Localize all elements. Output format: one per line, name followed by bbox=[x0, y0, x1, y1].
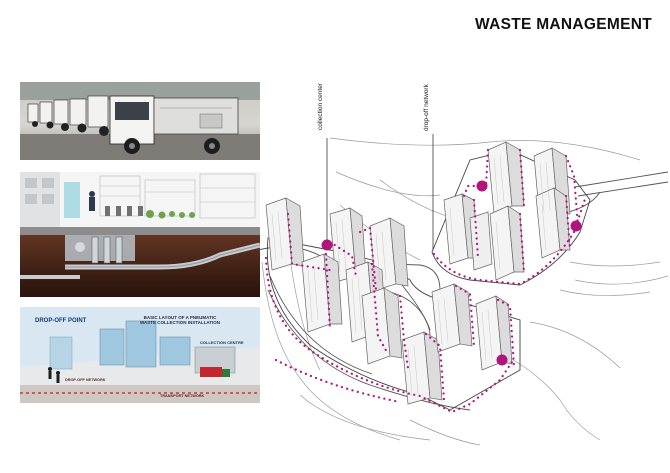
collection-centre-marker bbox=[571, 221, 582, 232]
collection-centre-marker bbox=[497, 355, 508, 366]
collection-centre-marker bbox=[477, 181, 488, 192]
dropoff-network-callout: drop-off network bbox=[423, 84, 430, 131]
collection-center-callout: collection center bbox=[317, 83, 324, 130]
residential-towers bbox=[266, 142, 570, 404]
collection-centre-marker bbox=[322, 240, 333, 251]
